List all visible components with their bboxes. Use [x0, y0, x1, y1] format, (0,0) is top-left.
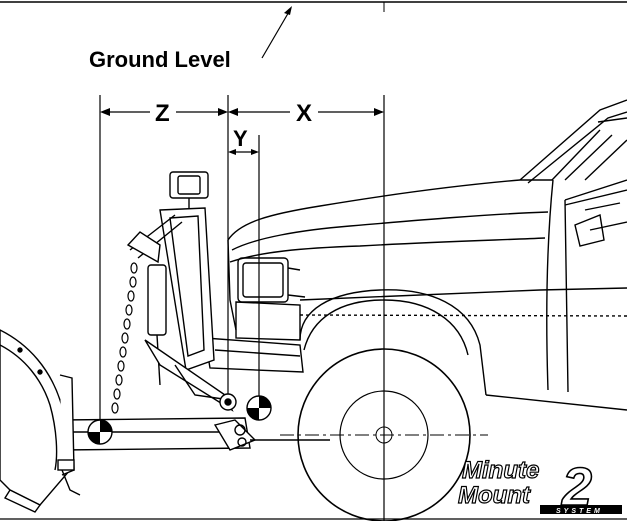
ground-level-label: Ground Level — [89, 47, 231, 72]
lift-chain — [111, 262, 138, 414]
ground-level-pointer — [261, 9, 291, 59]
minute-mount-logo: Minute Mount 2 SYSTEM — [457, 456, 622, 518]
logo-mount-text: Mount — [458, 482, 531, 509]
plow-blade — [0, 329, 81, 513]
logo-system-text: SYSTEM — [556, 508, 603, 515]
dimension-z-label: Z — [155, 100, 170, 127]
logo-minute-text: Minute — [462, 457, 539, 484]
ground-level-arrowhead — [284, 6, 292, 15]
plow-pivot-marker — [87, 419, 113, 445]
dimension-arrowheads — [100, 108, 384, 155]
dimension-lines — [99, 95, 385, 521]
ground-level-reference: Ground Level — [0, 1, 627, 72]
pivot-markers — [87, 395, 272, 445]
truck-body — [204, 99, 627, 411]
dimension-y-label: Y — [233, 126, 248, 151]
dimension-x-label: X — [296, 100, 312, 127]
mount-pivot-marker — [246, 395, 272, 421]
front-wheel — [280, 348, 488, 521]
